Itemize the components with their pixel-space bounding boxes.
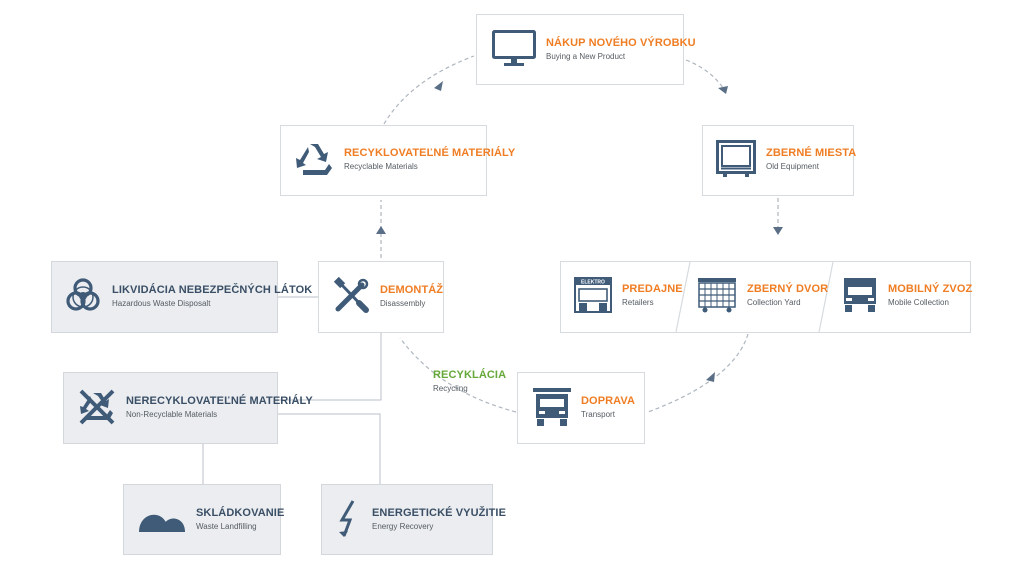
node-transport: DOPRAVA Transport	[533, 388, 635, 426]
node-landfilling: SKLÁDKOVANIE Waste Landfilling	[138, 500, 284, 538]
mobile-subtitle: Mobile Collection	[888, 298, 949, 307]
box-collection-options	[560, 261, 971, 333]
recycling-subtitle: Recycling	[433, 384, 468, 393]
node-hazardous-waste: LIKVIDÁCIA NEBEZPEČNÝCH LÁTOK Hazardous …	[64, 277, 312, 315]
recyclable-subtitle: Recyclable Materials	[344, 162, 418, 171]
store-icon: ELEKTRO	[574, 277, 612, 313]
arrowhead-top-left	[434, 81, 443, 91]
node-mobile-collection: MOBILNÝ ZVOZ Mobile Collection	[842, 277, 972, 313]
mobile-title: MOBILNÝ ZVOZ	[888, 283, 973, 295]
tools-icon	[332, 277, 370, 315]
link-energy	[278, 413, 381, 484]
arrowhead-left	[376, 226, 386, 234]
node-buy-new-product: NÁKUP NOVÉHO VÝROBKU Buying a New Produc…	[492, 30, 696, 68]
landfill-subtitle: Waste Landfilling	[196, 522, 257, 531]
retailers-title: PREDAJNE	[622, 283, 683, 295]
energy-subtitle: Energy Recovery	[372, 522, 434, 531]
arrowhead-right	[773, 227, 783, 235]
node-energy-recovery: ENERGETICKÉ VYUŽITIE Energy Recovery	[336, 500, 506, 538]
recycling-title: RECYKLÁCIA	[433, 369, 507, 381]
landfill-icon	[138, 500, 186, 538]
node-retailers: ELEKTRO PREDAJNE Retailers	[574, 277, 683, 313]
collection-title: ZBERNÉ MIESTA	[766, 147, 857, 159]
box-disassembly	[318, 261, 444, 333]
node-collection-yard: ZBERNÝ DVOR Collection Yard	[697, 277, 828, 313]
node-nonrecyclable-materials: NERECYKLOVATEĽNÉ MATERIÁLY Non-Recyclabl…	[78, 388, 313, 426]
monitor-icon	[492, 30, 536, 68]
disassembly-subtitle: Disassembly	[380, 299, 426, 308]
label-recycling: RECYKLÁCIA Recycling	[433, 369, 506, 393]
arrowhead-top-right	[718, 86, 728, 94]
buy-title: NÁKUP NOVÉHO VÝROBKU	[546, 37, 696, 49]
recyclable-title: RECYKLOVATEĽNÉ MATERIÁLY	[344, 147, 516, 159]
recycle-icon	[294, 141, 334, 177]
container-icon	[697, 277, 737, 313]
bus-icon	[533, 388, 571, 426]
box-collection	[702, 125, 854, 196]
energy-title: ENERGETICKÉ VYUŽITIE	[372, 507, 507, 519]
node-recyclable-materials: RECYKLOVATEĽNÉ MATERIÁLY Recyclable Mate…	[294, 141, 515, 177]
hazardous-subtitle: Hazardous Waste Disposalt	[112, 299, 211, 308]
node-collection-points: ZBERNÉ MIESTA Old Equipment	[716, 140, 856, 178]
buy-subtitle: Buying a New Product	[546, 52, 626, 61]
no-recycle-icon	[78, 388, 116, 426]
cycle-arc-top-left	[383, 55, 475, 125]
nonrecyclable-subtitle: Non-Recyclable Materials	[126, 410, 218, 419]
cycle-arc-bottom-left	[399, 337, 517, 413]
box-buy	[476, 14, 684, 85]
hazardous-title: LIKVIDÁCIA NEBEZPEČNÝCH LÁTOK	[112, 284, 313, 296]
box-recyclable	[280, 125, 487, 196]
transport-subtitle: Transport	[581, 410, 615, 419]
box-hazardous	[51, 261, 278, 333]
node-disassembly: DEMONTÁŽ Disassembly	[332, 277, 443, 315]
cycle-arc-bottom-right	[647, 333, 749, 413]
disassembly-title: DEMONTÁŽ	[380, 284, 444, 296]
store-sign-text: ELEKTRO	[581, 280, 605, 286]
truck-icon	[842, 277, 878, 313]
tv-icon	[716, 140, 756, 178]
landfill-title: SKLÁDKOVANIE	[196, 507, 285, 519]
box-landfill	[123, 484, 281, 555]
link-nonrecyclable	[278, 333, 382, 401]
transport-title: DOPRAVA	[581, 395, 636, 407]
collection-subtitle: Old Equipment	[766, 162, 819, 171]
biohazard-icon	[64, 277, 102, 315]
arrowhead-bottom-right	[706, 372, 715, 382]
retailers-subtitle: Retailers	[622, 298, 654, 307]
yard-title: ZBERNÝ DVOR	[747, 283, 829, 295]
lightning-icon	[336, 500, 362, 538]
yard-subtitle: Collection Yard	[747, 298, 801, 307]
nonrecyclable-title: NERECYKLOVATEĽNÉ MATERIÁLY	[126, 395, 313, 407]
